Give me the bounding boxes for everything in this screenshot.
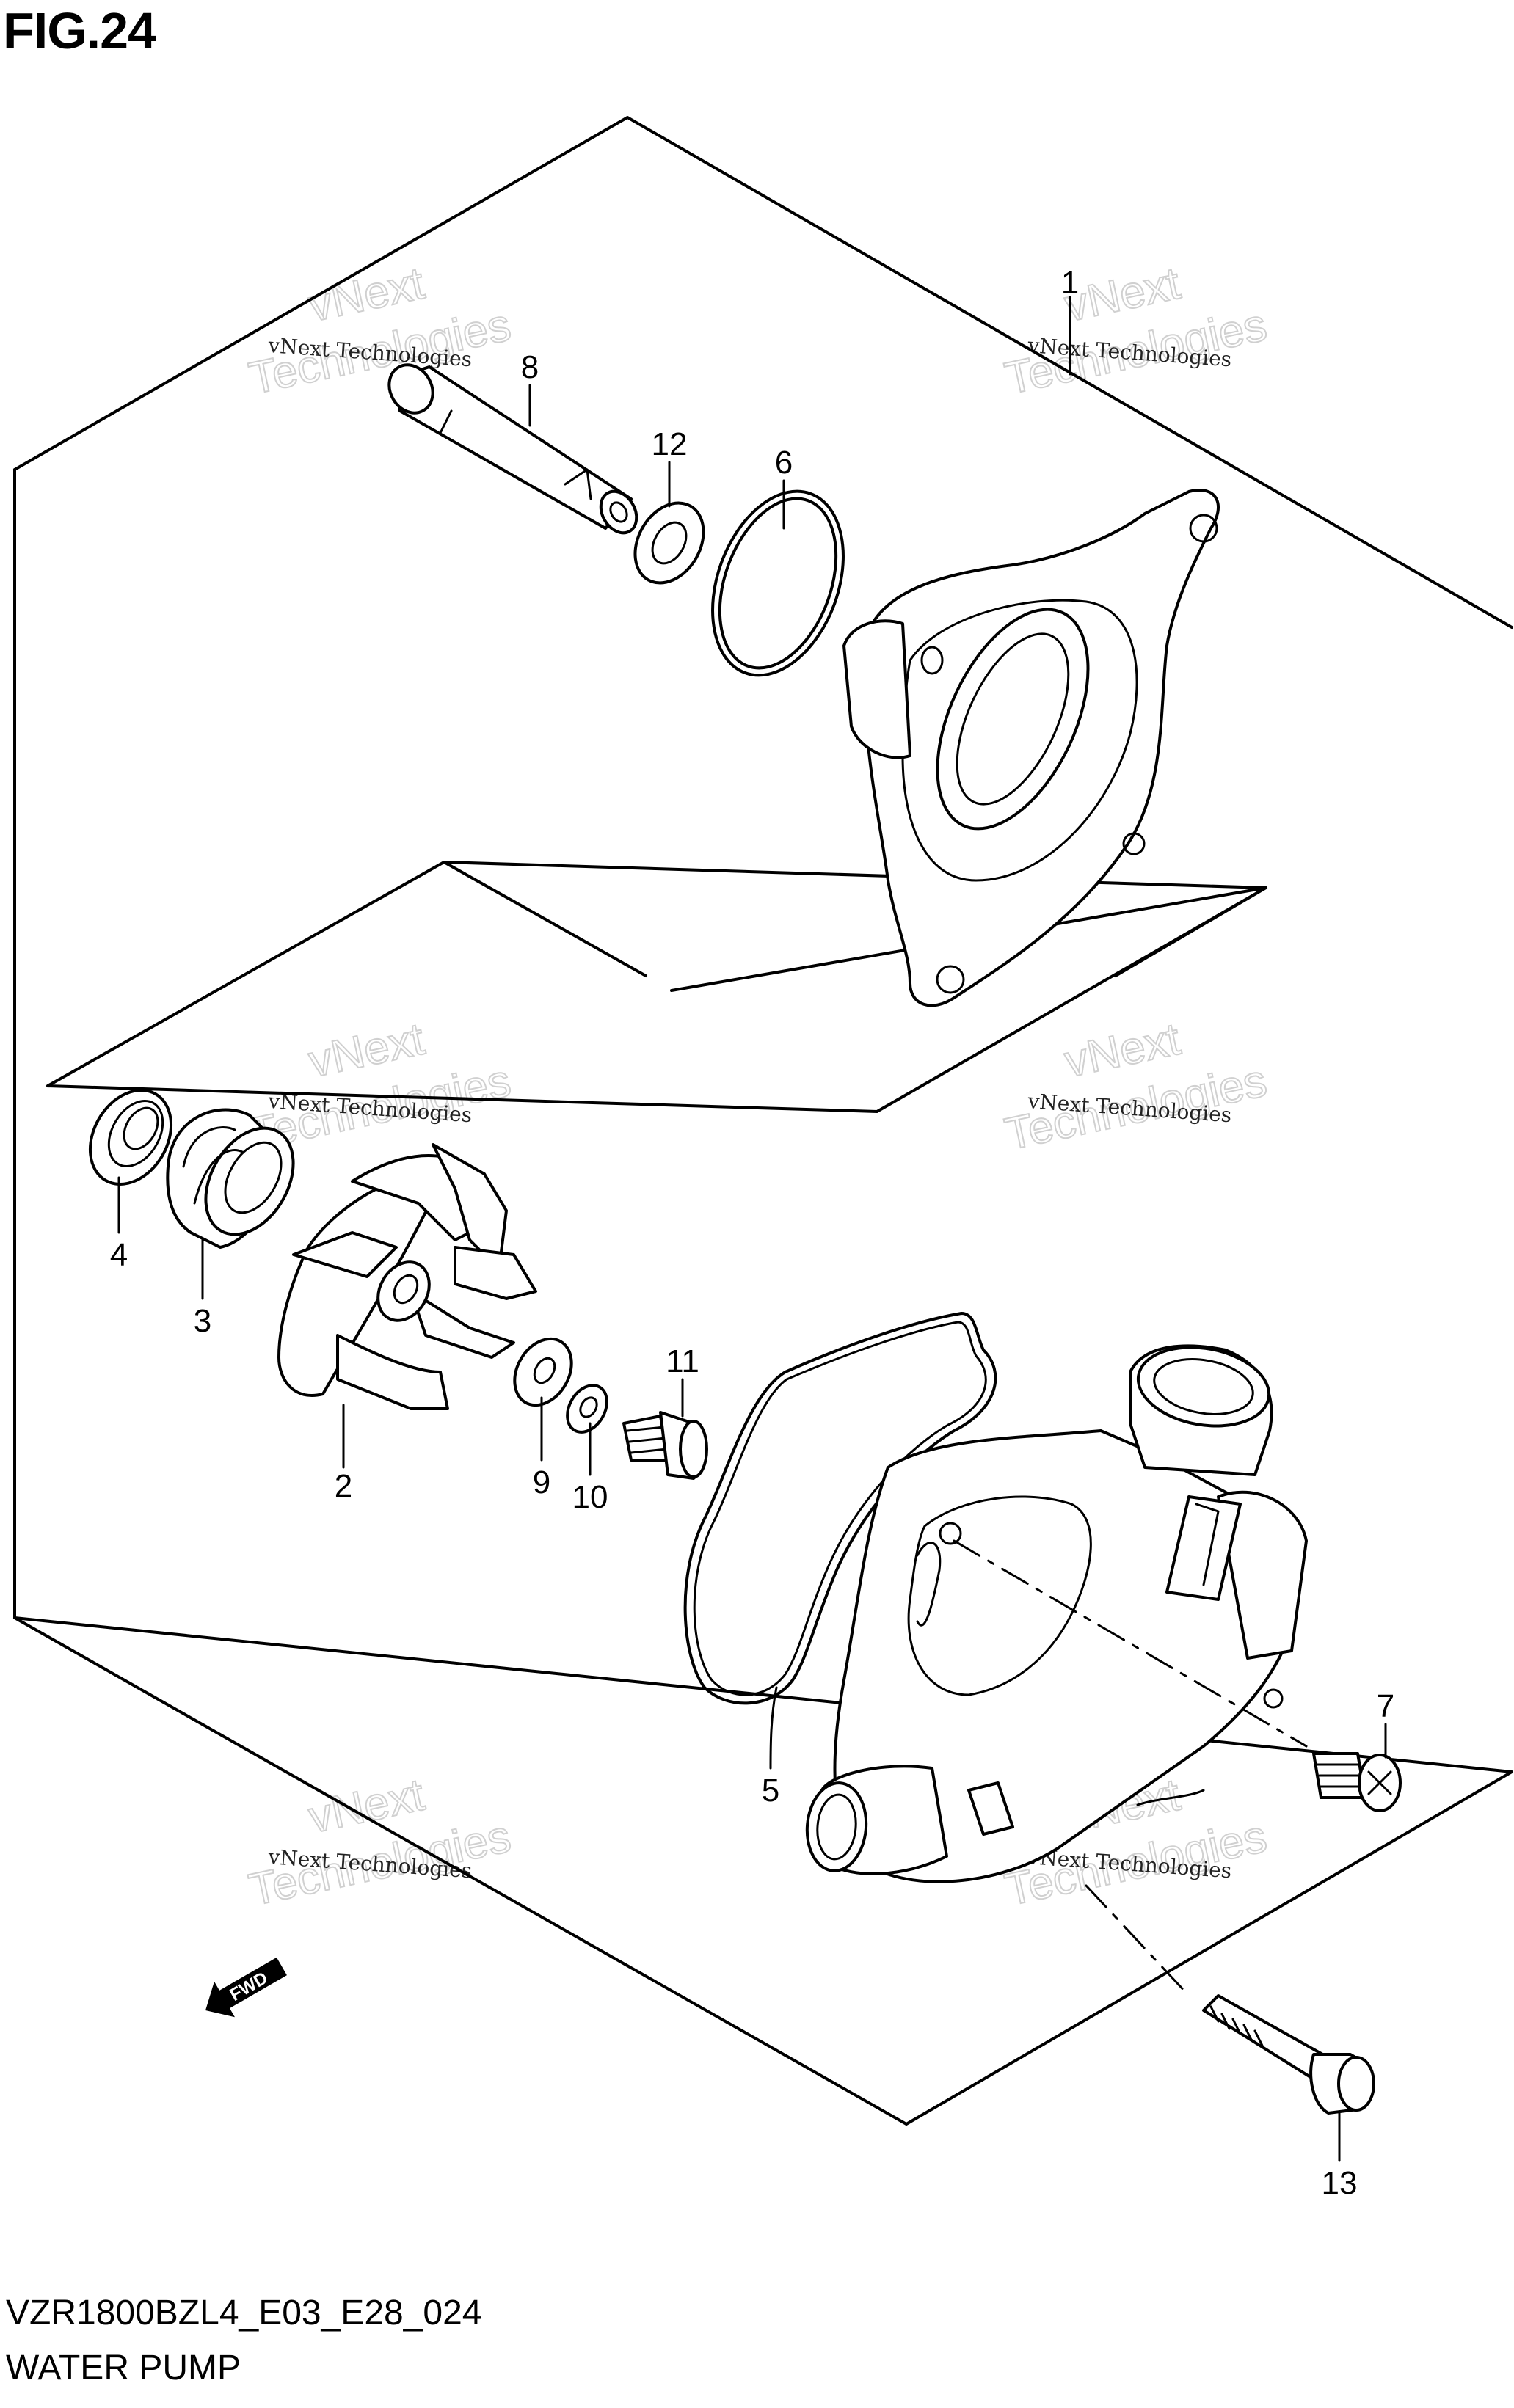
callout-12: 12	[652, 426, 688, 462]
leader-lines	[117, 296, 1387, 2162]
callout-9: 9	[533, 1464, 550, 1500]
watermark: Technologies vNext	[244, 258, 516, 405]
figure-title: FIG.24	[3, 2, 156, 59]
screw-7	[1312, 1752, 1402, 1812]
mechanical-seal-3	[166, 1108, 295, 1249]
watermark: Technologies vNext	[244, 1769, 516, 1916]
oil-seal-4	[88, 1089, 173, 1186]
callout-6: 6	[775, 445, 793, 481]
outer-assembly-frame	[13, 116, 1513, 2126]
callout-7: 7	[1377, 1688, 1394, 1724]
inner-frame-fix	[443, 861, 1267, 889]
diagram-code: VZR1800BZL4_E03_E28_024	[6, 2294, 482, 2332]
washer-12	[633, 501, 705, 585]
bolt-11	[622, 1411, 708, 1480]
callout-13: 13	[1322, 2165, 1358, 2201]
callout-10: 10	[572, 1479, 608, 1515]
washer-9	[513, 1337, 573, 1407]
callout-2: 2	[335, 1468, 352, 1504]
callout-4: 4	[110, 1237, 128, 1273]
callout-11: 11	[666, 1343, 699, 1379]
screw-7-centerline	[953, 1539, 1308, 1748]
watermark: Technologies vNext	[1000, 258, 1272, 405]
pump-cover-1	[842, 489, 1220, 1007]
housing-o-ring-5	[683, 1312, 997, 1705]
pump-housing	[805, 1344, 1308, 1883]
callout-1: 1	[1061, 265, 1079, 301]
bolt-13	[1202, 1994, 1375, 2115]
diagram-caption: WATER PUMP	[6, 2349, 241, 2387]
bolt-13-centerline	[1085, 1884, 1190, 1997]
shaft-part	[387, 363, 638, 535]
callout-5: 5	[762, 1773, 779, 1809]
callout-3: 3	[194, 1303, 211, 1339]
o-ring-6	[711, 489, 845, 677]
fwd-arrow-icon: FWD	[205, 1957, 287, 2018]
impeller-2	[277, 1143, 537, 1410]
washer-10	[566, 1384, 608, 1434]
callout-8: 8	[521, 349, 539, 385]
housing-o-ring-5-inner	[693, 1321, 987, 1696]
